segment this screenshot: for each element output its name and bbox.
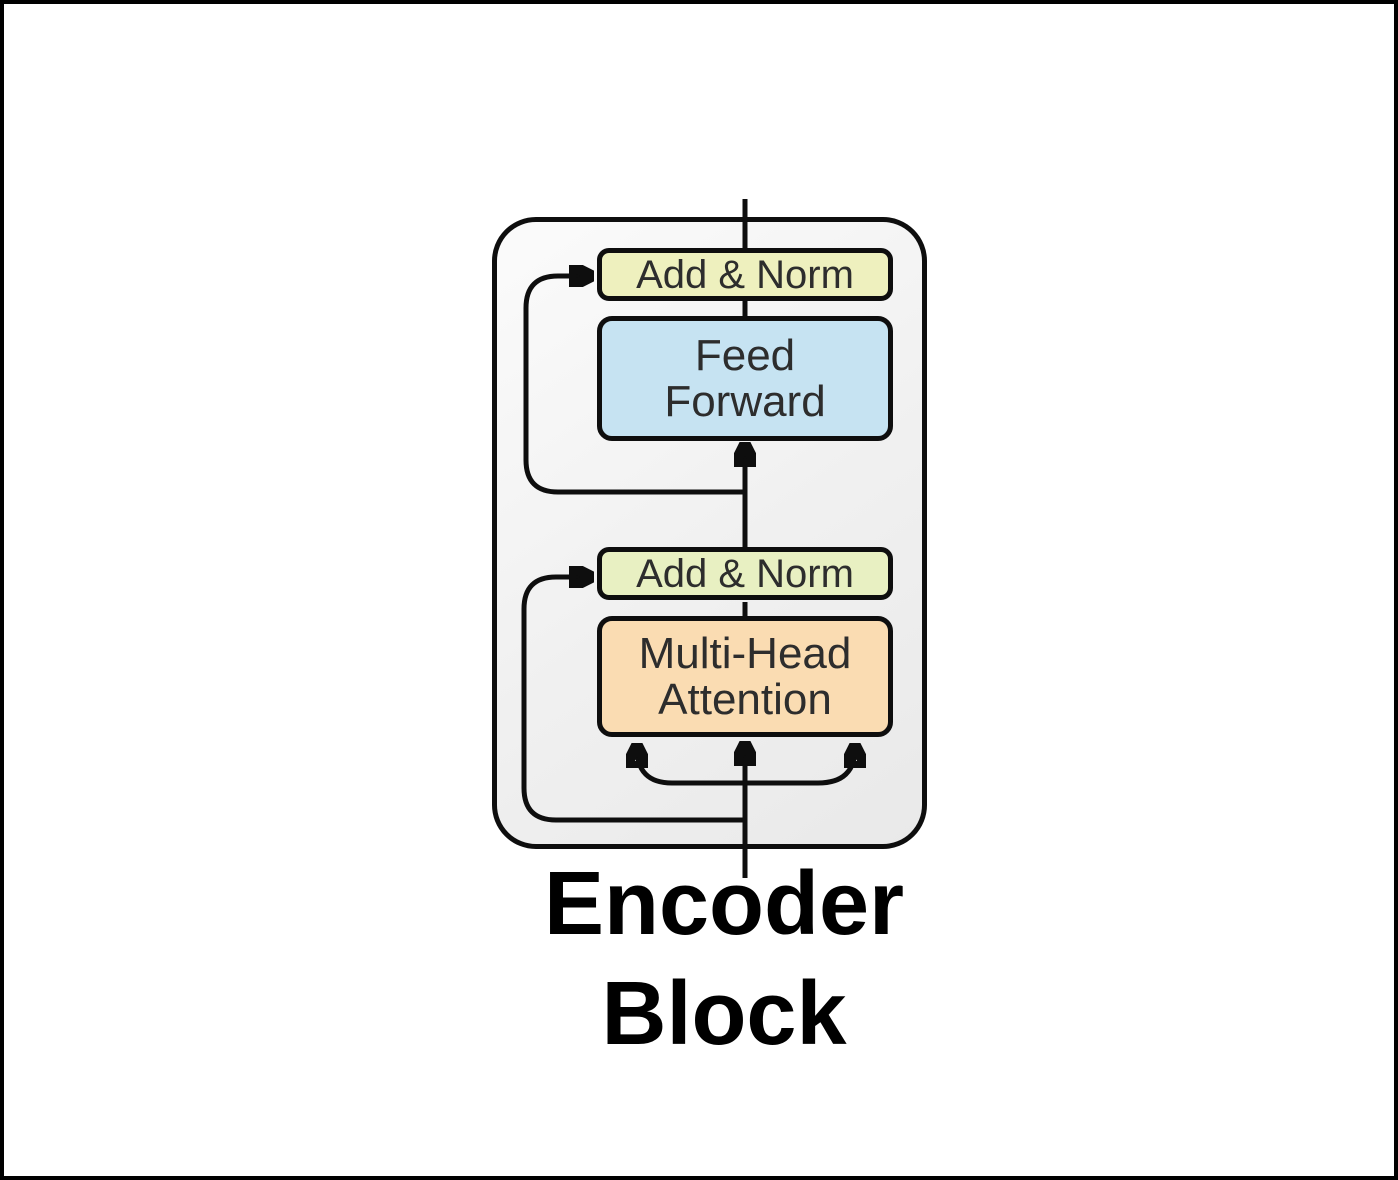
diagram-title: Encoder Block — [544, 849, 904, 1069]
feed-forward-label-line2: Forward — [664, 376, 826, 426]
feed-forward-label-line1: Feed — [694, 330, 796, 380]
add-norm-bottom-box: Add & Norm — [597, 547, 893, 600]
add-norm-top-box: Add & Norm — [597, 248, 893, 301]
feed-forward-box: Feed Forward — [597, 316, 893, 441]
encoder-block-container — [492, 217, 927, 849]
add-norm-bottom-label: Add & Norm — [636, 551, 854, 596]
multi-head-attention-box: Multi-Head Attention — [597, 616, 893, 737]
add-norm-top-label: Add & Norm — [636, 252, 854, 297]
diagram-title-line1: Encoder — [543, 854, 905, 954]
multi-head-attention-label-line1: Multi-Head — [638, 628, 852, 678]
multi-head-attention-label-line2: Attention — [658, 674, 832, 724]
diagram-title-line2: Block — [601, 964, 847, 1064]
